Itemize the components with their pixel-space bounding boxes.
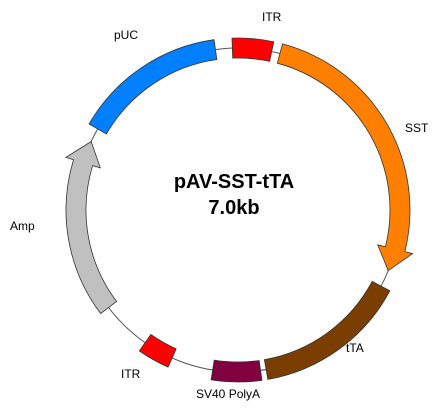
itr-top-feature[interactable] bbox=[231, 37, 275, 62]
amp-label: Amp bbox=[10, 219, 35, 233]
itr-top-label: ITR bbox=[262, 10, 282, 24]
sst-label: SST bbox=[405, 121, 429, 135]
tta-label: tTA bbox=[346, 341, 364, 355]
sst-feature[interactable] bbox=[276, 43, 414, 272]
amp-feature[interactable] bbox=[64, 140, 118, 315]
sv40-polya-label: SV40 PolyA bbox=[196, 387, 260, 401]
puc-feature[interactable] bbox=[88, 39, 218, 135]
puc-label: pUC bbox=[114, 28, 138, 42]
itr-bottom-label: ITR bbox=[121, 367, 141, 381]
sv40-polya-feature[interactable] bbox=[210, 359, 263, 383]
plasmid-size: 7.0kb bbox=[208, 197, 259, 219]
itr-bottom-feature[interactable] bbox=[138, 333, 177, 368]
tta-feature[interactable] bbox=[263, 280, 391, 380]
plasmid-name: pAV-SST-tTA bbox=[174, 171, 294, 193]
